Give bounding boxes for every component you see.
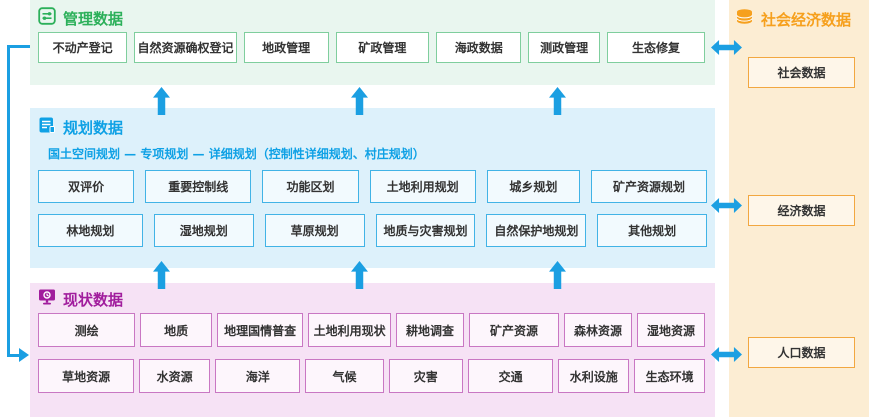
- bracket-line-vertical: [7, 45, 10, 357]
- bracket-line-top: [7, 45, 31, 48]
- planning-box-row-1: 双评价 重要控制线 功能区划 土地利用规划 城乡规划 矿产资源规划: [38, 170, 707, 203]
- node-box: 湿地规划: [153, 214, 254, 247]
- node-box: 双评价: [38, 170, 135, 203]
- node-box: 耕地调查: [396, 313, 464, 347]
- node-box: 草原规划: [264, 214, 365, 247]
- node-box: 海洋: [215, 359, 301, 393]
- node-box: 水利设施: [558, 359, 630, 393]
- double-arrow-icon: [711, 40, 742, 55]
- socioeconomic-title: 社会经济数据: [761, 10, 852, 29]
- node-box: 海政数据: [436, 32, 522, 63]
- double-arrow-icon: [711, 347, 742, 362]
- management-header: 管理数据: [38, 7, 123, 29]
- node-box: 水资源: [139, 359, 211, 393]
- bracket-line-bottom: [7, 354, 20, 357]
- node-box: 矿政管理: [335, 32, 430, 63]
- current-status-title: 现状数据: [63, 290, 124, 309]
- planning-box-row-2: 林地规划 湿地规划 草原规划 地质与灾害规划 自然保护地规划 其他规划: [38, 214, 708, 247]
- node-box: 功能区划: [262, 170, 359, 203]
- node-box: 土地利用规划: [369, 170, 476, 203]
- current-status-data-panel: 现状数据 测绘 地质 地理国情普查 土地利用现状 耕地调查 矿产资源 森林资源 …: [30, 283, 715, 417]
- node-box: 矿产资源规划: [590, 170, 707, 203]
- node-box: 自然保护地规划: [486, 214, 587, 247]
- monitor-icon: [38, 288, 56, 310]
- node-box: 测绘: [38, 313, 136, 347]
- node-box: 生态修复: [606, 32, 705, 63]
- double-arrow-icon: [711, 198, 742, 213]
- node-box: 人口数据: [748, 337, 855, 368]
- node-box: 气候: [305, 359, 384, 393]
- node-box: 林地规划: [38, 214, 143, 247]
- node-box: 其他规划: [597, 214, 708, 247]
- bracket-arrowhead-icon: [19, 348, 29, 362]
- node-box: 经济数据: [748, 195, 855, 226]
- planning-data-panel: 规划数据 国土空间规划 — 专项规划 — 详细规划（控制性详细规划、村庄规划） …: [30, 108, 715, 268]
- node-box: 重要控制线: [145, 170, 252, 203]
- planning-subtitle: 国土空间规划 — 专项规划 — 详细规划（控制性详细规划、村庄规划）: [48, 147, 425, 161]
- planning-title: 规划数据: [63, 118, 124, 137]
- socioeconomic-header: 社会经济数据: [735, 8, 851, 30]
- planning-header: 规划数据: [38, 116, 123, 138]
- node-box: 城乡规划: [486, 170, 580, 203]
- node-box: 地理国情普查: [217, 313, 304, 347]
- current-box-row-1: 测绘 地质 地理国情普查 土地利用现状 耕地调查 矿产资源 森林资源 湿地资源: [38, 313, 705, 347]
- sliders-icon: [38, 7, 56, 29]
- node-box: 生态环境: [634, 359, 705, 393]
- node-box: 测政管理: [528, 32, 600, 63]
- coins-database-icon: [735, 8, 754, 30]
- management-title: 管理数据: [63, 9, 124, 28]
- node-box: 灾害: [388, 359, 463, 393]
- node-box: 自然资源确权登记: [134, 32, 237, 63]
- socioeconomic-data-panel: 社会经济数据 社会数据 经济数据 人口数据: [729, 0, 869, 417]
- node-box: 地政管理: [243, 32, 329, 63]
- management-box-row: 不动产登记 自然资源确权登记 地政管理 矿政管理 海政数据 测政管理 生态修复: [38, 32, 705, 63]
- node-box: 地质与灾害规划: [375, 214, 476, 247]
- node-box: 矿产资源: [469, 313, 559, 347]
- current-status-header: 现状数据: [38, 288, 123, 310]
- node-box: 不动产登记: [38, 32, 128, 63]
- node-box: 草地资源: [38, 359, 135, 393]
- node-box: 森林资源: [564, 313, 632, 347]
- node-box: 社会数据: [748, 57, 855, 88]
- node-box: 湿地资源: [637, 313, 705, 347]
- node-box: 土地利用现状: [308, 313, 391, 347]
- node-box: 地质: [140, 313, 212, 347]
- management-data-panel: 管理数据 不动产登记 自然资源确权登记 地政管理 矿政管理 海政数据 测政管理 …: [30, 0, 715, 85]
- clipboard-icon: [38, 116, 56, 138]
- current-box-row-2: 草地资源 水资源 海洋 气候 灾害 交通 水利设施 生态环境: [38, 359, 705, 393]
- node-box: 交通: [467, 359, 554, 393]
